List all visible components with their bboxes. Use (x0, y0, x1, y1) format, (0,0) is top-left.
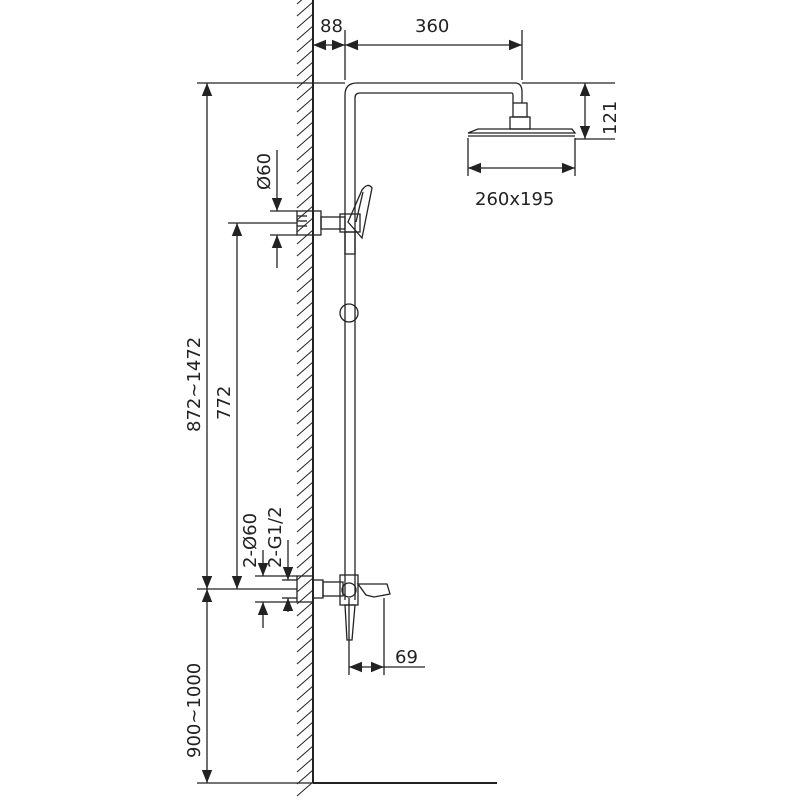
wall-hatch-line (296, 241, 314, 257)
wall-hatch-line (296, 541, 314, 557)
dimension-labels: 88 360 260x195 121 Ø60 872~1472 772 2-Ø6… (184, 16, 621, 758)
hand-shower (344, 184, 373, 255)
shower-column (296, 82, 577, 641)
wall-hatch-line (296, 385, 314, 401)
label-total-height: 872~1472 (184, 337, 205, 432)
wall (296, 0, 497, 797)
wall-hatch-line (296, 601, 314, 617)
wall-hatch-line (296, 433, 314, 449)
wall-hatch-line (296, 721, 314, 737)
wall-hatch-line (296, 457, 314, 473)
wall-hatch-line (296, 73, 314, 89)
wall-hatch-line (296, 517, 314, 533)
wall-hatch-line (296, 529, 314, 545)
label-inlet-thread: 2-G1/2 (265, 506, 286, 568)
wall-hatch-line (296, 13, 314, 29)
wall-hatch-line (296, 577, 314, 593)
wall-hatching (296, 0, 314, 797)
slide-bar-knob (339, 303, 359, 323)
wall-hatch-line (296, 109, 314, 125)
wall-hatch-line (296, 229, 314, 245)
dimension-lines (197, 30, 615, 784)
wall-hatch-line (296, 145, 314, 161)
wall-hatch-line (296, 349, 314, 365)
wall-hatch-line (296, 265, 314, 281)
wall-hatch-line (296, 37, 314, 53)
wall-hatch-line (296, 169, 314, 185)
wall-hatch-line (296, 757, 314, 773)
wall-hatch-line (296, 217, 314, 233)
wall-hatch-line (296, 181, 314, 197)
shower-head (467, 128, 577, 134)
label-mount-height: 900~1000 (184, 663, 205, 758)
wall-hatch-line (296, 337, 314, 353)
top-wall-bracket (296, 210, 361, 236)
wall-hatch-line (296, 409, 314, 425)
wall-hatch-line (296, 1, 314, 17)
bath-spout (356, 583, 391, 598)
wall-hatch-line (296, 733, 314, 749)
wall-hatch-line (296, 157, 314, 173)
wall-hatch-line (296, 745, 314, 761)
wall-hatch-line (296, 469, 314, 485)
head-connector (512, 102, 528, 118)
wall-hatch-line (296, 397, 314, 413)
label-wall-offset: 88 (320, 16, 343, 37)
wall-hatch-line (296, 493, 314, 509)
label-bracket-spacing: 772 (214, 386, 235, 420)
wall-hatch-line (296, 121, 314, 137)
wall-hatch-line (296, 661, 314, 677)
wall-hatch-line (296, 685, 314, 701)
wall-hatch-line (296, 673, 314, 689)
wall-hatch-line (296, 289, 314, 305)
label-head-height: 121 (600, 101, 621, 135)
wall-hatch-line (296, 301, 314, 317)
label-inlet-diameter: 2-Ø60 (240, 513, 261, 568)
label-bracket-diameter: Ø60 (254, 153, 275, 190)
wall-hatch-line (296, 277, 314, 293)
label-arm-length: 360 (415, 16, 449, 37)
wall-hatch-line (296, 613, 314, 629)
wall-hatch-line (296, 625, 314, 641)
wall-hatch-line (296, 781, 314, 797)
head-swivel (509, 116, 531, 130)
wall-hatch-line (296, 133, 314, 149)
wall-hatch-line (296, 49, 314, 65)
wall-hatch-line (296, 697, 314, 713)
wall-hatch-line (296, 637, 314, 653)
wall-hatch-line (296, 25, 314, 41)
wall-hatch-line (296, 649, 314, 665)
wall-hatch-line (296, 253, 314, 269)
wall-hatch-line (296, 325, 314, 341)
wall-hatch-line (296, 445, 314, 461)
wall-hatch-line (296, 373, 314, 389)
wall-hatch-line (296, 553, 314, 569)
wall-hatch-line (296, 313, 314, 329)
wall-hatch-line (296, 85, 314, 101)
label-spout-offset: 69 (395, 647, 418, 668)
mixer-handle (344, 604, 356, 641)
wall-hatch-line (296, 0, 303, 5)
wall-hatch-line (296, 61, 314, 77)
wall-hatch-line (296, 361, 314, 377)
wall-hatch-line (296, 193, 314, 209)
mixer-valve (296, 574, 391, 641)
wall-hatch-line (296, 97, 314, 113)
wall-hatch-line (296, 421, 314, 437)
wall-hatch-line (296, 769, 314, 785)
wall-hatch-line (296, 481, 314, 497)
wall-hatch-line (296, 205, 314, 221)
wall-hatch-line (296, 709, 314, 725)
wall-hatch-line (296, 505, 314, 521)
label-head-size: 260x195 (475, 189, 554, 210)
wall-hatch-line (296, 565, 314, 581)
